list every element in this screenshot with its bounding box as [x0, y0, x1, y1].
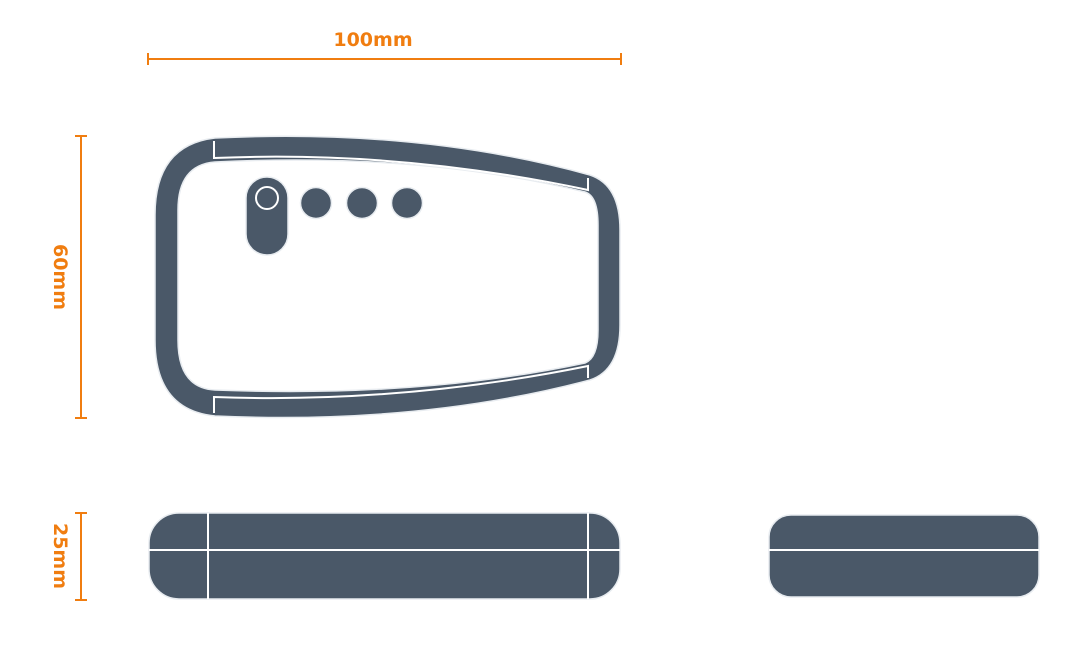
sensor-dot: [299, 186, 333, 220]
depth-label: 25mm: [49, 523, 71, 589]
camera-module: [245, 176, 289, 256]
device-side-view: [148, 512, 621, 600]
height-label: 60mm: [49, 244, 71, 310]
sensor-dot: [390, 186, 424, 220]
camera-lens-icon: [255, 186, 279, 210]
height-dimension: 60mm: [49, 135, 87, 419]
depth-dimension: 25mm: [49, 512, 87, 601]
device-end-view: [768, 514, 1040, 598]
width-dimension: 100mm: [147, 29, 622, 65]
device-top-view: [154, 135, 621, 419]
sensor-dot: [345, 186, 379, 220]
width-label: 100mm: [333, 29, 412, 51]
